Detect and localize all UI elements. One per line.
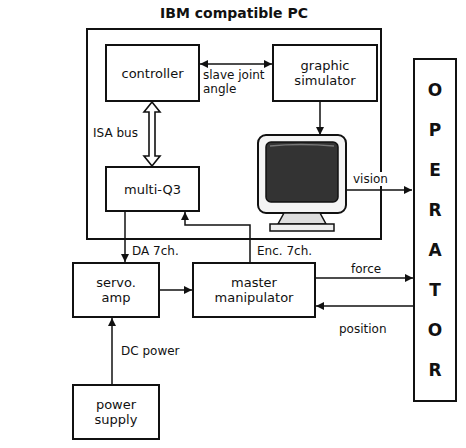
edge-label: DA 7ch. (131, 244, 180, 258)
vertical-label: OPERATOR (427, 70, 444, 390)
frame-title: IBM compatible PC (88, 5, 380, 21)
box-label: controller (117, 66, 187, 81)
box-label: master manipulator (195, 275, 313, 305)
monitor-icon (258, 135, 346, 231)
connector (316, 277, 413, 279)
box-label: multi-Q3 (120, 182, 185, 197)
operator-box: OPERATOR (413, 58, 457, 402)
process-box: servo. amp (72, 262, 160, 318)
connector (200, 63, 272, 65)
process-box: controller (105, 44, 200, 102)
box-label: servo. amp (77, 275, 155, 305)
process-box: master manipulator (192, 262, 316, 318)
display-arrow (319, 102, 321, 135)
process-box: multi-Q3 (105, 166, 200, 212)
signal-label: vision (352, 172, 389, 186)
connector (144, 102, 160, 166)
edge-label: force (350, 262, 382, 276)
box-label: power supply (77, 397, 155, 427)
edge-label: position (338, 322, 388, 336)
connector (316, 305, 413, 307)
process-box: graphic simulator (272, 44, 378, 102)
connector (124, 212, 126, 262)
vision-arrow (346, 189, 412, 191)
connector (160, 289, 192, 291)
edge-label: ISA bus (92, 126, 139, 140)
box-label: graphic simulator (274, 58, 376, 88)
connector (111, 318, 113, 384)
edge-label: DC power (120, 344, 181, 358)
process-box: power supply (72, 384, 160, 440)
edge-label: slave joint angle (202, 68, 272, 96)
edge-label: Enc. 7ch. (256, 244, 313, 258)
connector (185, 212, 250, 262)
